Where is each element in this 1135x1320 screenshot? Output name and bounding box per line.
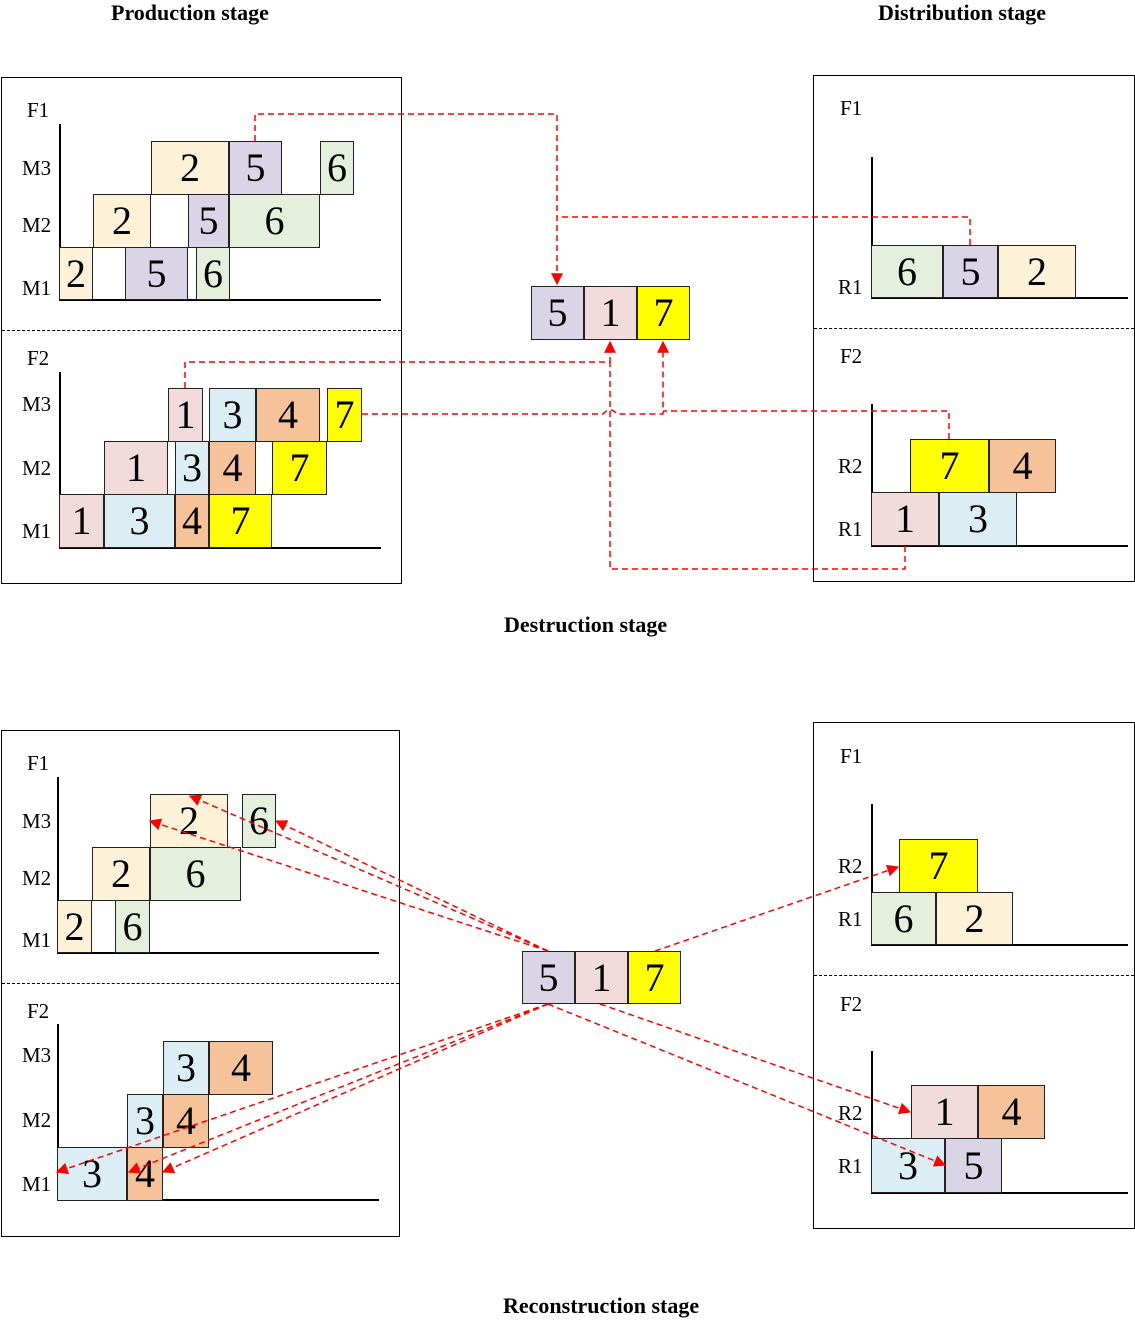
job-3-block: 3 [871,1138,945,1193]
machine-label-m3: M3 [22,809,52,833]
x-axis [57,1199,379,1201]
vehicle-label-r2: R2 [838,1101,863,1125]
job-6-block: 6 [115,900,150,953]
reconstruction-stage-title: Reconstruction stage [503,1293,700,1318]
job-4-block: 4 [209,441,256,495]
machine-label-m1: M1 [22,928,52,952]
vehicle-label-r1: R1 [838,907,863,931]
job-3-block: 3 [939,492,1017,546]
factory-label-f1: F1 [840,744,863,768]
destruction-stage-title: Destruction stage [504,612,668,637]
job-6-block: 6 [196,247,230,300]
removed-job-7-block: 7 [637,286,690,340]
production-stage-title: Production stage [111,0,269,25]
machine-label-m1: M1 [22,1172,52,1196]
vehicle-label-r1: R1 [838,275,863,299]
factory-label-f1: F1 [840,96,863,120]
x-axis [57,952,379,954]
job-6-block: 6 [150,847,241,901]
job-6-block: 6 [871,245,943,298]
machine-label-m2: M2 [22,213,52,237]
factory-divider [814,975,1134,976]
factory-divider [814,328,1134,329]
factory-label-f2: F2 [840,992,863,1016]
machine-label-m2: M2 [22,866,52,890]
job-4-block: 4 [163,1094,209,1148]
factory-divider [2,983,399,984]
job-2-block: 2 [93,194,151,248]
job-7-block: 7 [910,439,989,493]
job-5-block: 5 [943,245,998,298]
machine-label-m3: M3 [22,156,52,180]
removed-job-1-block: 1 [584,286,637,340]
job-2-block: 2 [936,892,1013,945]
machine-label-m1: M1 [22,519,52,543]
factory-divider [2,330,401,331]
job-5-block: 5 [188,194,229,248]
job-2-block: 2 [998,245,1076,298]
job-2-block: 2 [151,141,229,195]
factory-label-f1: F1 [27,98,50,122]
job-7-block: 7 [272,441,327,495]
arrow-job7-production [362,340,669,415]
job-3-block: 3 [163,1041,209,1095]
job-6-block: 6 [229,194,320,248]
job-2-block: 2 [57,900,92,953]
job-1-block: 1 [59,494,104,548]
job-5-block: 5 [125,247,188,300]
job-4-block: 4 [209,1041,273,1095]
reinsert-job-7-block: 7 [628,951,681,1004]
job-7-block: 7 [327,388,362,442]
machine-label-m3: M3 [22,1043,52,1067]
job-1-block: 1 [168,388,203,442]
production-panel [1,77,402,584]
factory-label-f2: F2 [840,344,863,368]
job-3-block: 3 [57,1147,127,1201]
job-4-block: 4 [175,494,209,548]
reconstruction-production-panel [1,730,400,1237]
machine-label-m2: M2 [22,456,52,480]
job-4-block: 4 [978,1085,1045,1139]
job-5-block: 5 [945,1138,1002,1193]
machine-label-m1: M1 [22,276,52,300]
job-1-block: 1 [104,441,168,495]
job-3-block: 3 [127,1094,163,1148]
vehicle-label-r1: R1 [838,1154,863,1178]
job-3-block: 3 [175,441,209,495]
factory-label-f1: F1 [27,751,50,775]
factory-label-f2: F2 [27,346,50,370]
y-axis [59,124,61,300]
vehicle-label-r1: R1 [838,517,863,541]
job-2-block: 2 [59,247,93,300]
job-6-block: 6 [320,141,354,195]
vehicle-label-r2: R2 [838,854,863,878]
vehicle-label-r2: R2 [838,454,863,478]
job-3-block: 3 [104,494,175,548]
job-3-block: 3 [209,388,256,442]
reinsert-job-1-block: 1 [575,951,628,1004]
job-2-block: 2 [150,794,228,848]
job-7-block: 7 [899,839,978,893]
distribution-stage-title: Distribution stage [878,0,1047,25]
job-4-block: 4 [127,1147,163,1201]
job-6-block: 6 [242,794,276,848]
reinsert-job-5-block: 5 [522,951,575,1004]
removed-job-5-block: 5 [531,286,584,340]
job-7-block: 7 [209,494,272,548]
job-4-block: 4 [989,439,1056,493]
job-4-block: 4 [256,388,320,442]
machine-label-m3: M3 [22,392,52,416]
job-6-block: 6 [871,892,936,945]
job-1-block: 1 [871,492,939,546]
machine-label-m2: M2 [22,1108,52,1132]
y-axis [57,777,59,953]
factory-label-f2: F2 [27,999,50,1023]
job-2-block: 2 [92,847,150,901]
job-5-block: 5 [229,141,282,195]
y-axis [59,372,61,548]
job-1-block: 1 [911,1085,978,1139]
